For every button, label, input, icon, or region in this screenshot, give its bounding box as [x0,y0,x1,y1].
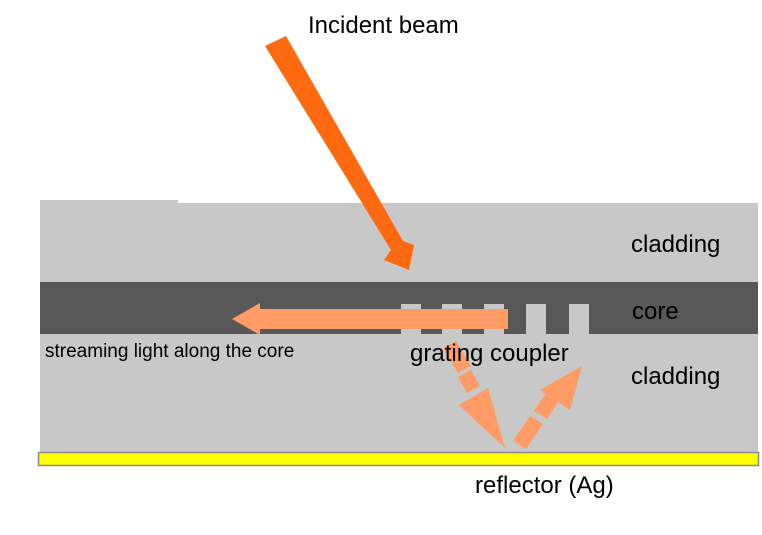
streaming-light-label: streaming light along the core [45,341,295,362]
core-label: core [632,298,679,325]
reflector-label: reflector (Ag) [475,472,614,499]
reflected-dash [513,416,543,449]
incident-beam-arrow [265,36,414,270]
grating-tooth [526,304,546,334]
reflected-dash [534,393,559,419]
bottom-cladding-layer [40,334,758,452]
downward-arrowhead [459,388,505,448]
grating-tooth [569,304,589,334]
grating-coupler-label: grating coupler [410,340,569,367]
reflected-arrowhead [540,366,582,410]
downward-dash [443,341,471,373]
incident-beam-label: Incident beam [308,12,459,39]
downward-light-path [443,341,505,448]
reflector-layer [37,451,760,467]
reflected-light-path [513,366,582,449]
bottom-cladding-label: cladding [631,363,721,390]
downward-dash [458,370,480,393]
top-cladding-label: cladding [631,231,721,258]
streaming-light-arrow [232,303,508,335]
